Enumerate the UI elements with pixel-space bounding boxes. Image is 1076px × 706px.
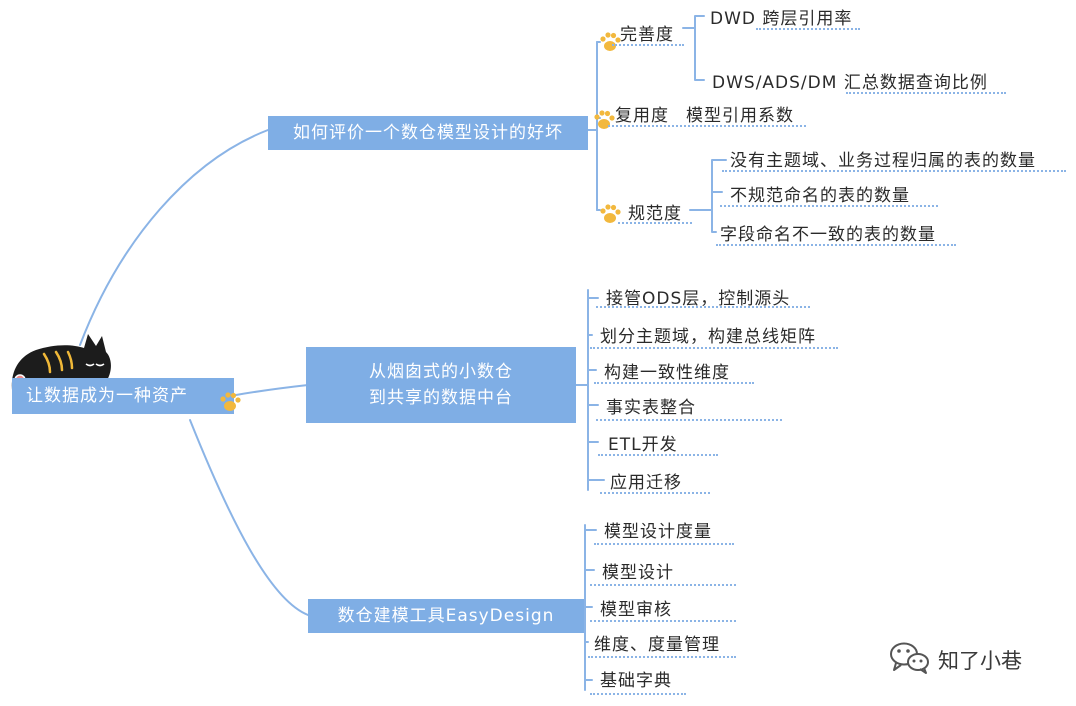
dotted-underline: [612, 44, 684, 46]
branch-label: 从烟囱式的小数仓 到共享的数据中台: [369, 361, 513, 408]
dotted-underline: [590, 693, 686, 695]
list-item: 划分主题域，构建总线矩阵: [600, 327, 816, 347]
dotted-underline: [588, 656, 736, 658]
watermark-text: 知了小巷: [938, 649, 1022, 673]
list-item: 事实表整合: [606, 398, 696, 418]
branch-node-easydesign: 数仓建模工具EasyDesign: [308, 599, 584, 633]
dotted-underline: [590, 620, 736, 622]
item-inconsistent-field-tables: 字段命名不一致的表的数量: [720, 225, 936, 245]
paw-icon: [600, 204, 621, 223]
item-summary-query-ratio: DWS/ADS/DM 汇总数据查询比例: [712, 73, 988, 93]
list-item: 模型设计度量: [604, 522, 712, 542]
list-item: 模型设计: [602, 563, 674, 583]
list-item: 接管ODS层，控制源头: [606, 289, 791, 309]
branch-label: 如何评价一个数仓模型设计的好坏: [293, 122, 563, 143]
item-dwd-cross-layer-rate: DWD 跨层引用率: [710, 9, 853, 29]
wechat-icon: [890, 642, 929, 674]
list-item: 应用迁移: [610, 473, 682, 493]
dotted-underline: [716, 244, 956, 246]
paw-icon: [220, 392, 241, 411]
branch-label: 数仓建模工具EasyDesign: [337, 605, 555, 626]
dotted-underline: [594, 543, 734, 545]
dotted-underline: [594, 382, 754, 384]
sub-node-completeness: 完善度: [620, 25, 674, 45]
branch-node-model-evaluation: 如何评价一个数仓模型设计的好坏: [268, 116, 588, 150]
dotted-underline: [618, 222, 692, 224]
dotted-underline: [846, 92, 1006, 94]
root-label: 让数据成为一种资产: [26, 385, 188, 406]
branch-node-data-middle-platform: 从烟囱式的小数仓 到共享的数据中台: [306, 347, 576, 423]
sub-node-reusability: 复用度: [615, 106, 669, 126]
dotted-underline: [722, 170, 1066, 172]
list-item: ETL开发: [608, 435, 678, 455]
dotted-underline: [756, 28, 860, 30]
dotted-underline: [598, 454, 718, 456]
dotted-underline: [596, 419, 782, 421]
list-item: 模型审核: [600, 600, 672, 620]
sub-node-standardization: 规范度: [628, 204, 682, 224]
item-tables-without-domain: 没有主题域、业务过程归属的表的数量: [730, 151, 1036, 171]
list-item: 构建一致性维度: [604, 363, 730, 383]
dotted-underline: [596, 306, 810, 308]
dotted-underline: [590, 584, 736, 586]
paw-icon: [600, 32, 621, 51]
list-item: 基础字典: [600, 671, 672, 691]
list-item: 维度、度量管理: [594, 635, 720, 655]
item-nonstandard-named-tables: 不规范命名的表的数量: [730, 186, 910, 206]
item-model-reference-coefficient: 模型引用系数: [686, 106, 794, 126]
dotted-underline: [720, 205, 938, 207]
dotted-underline: [600, 492, 710, 494]
paw-icon: [594, 110, 615, 129]
root-node: 让数据成为一种资产: [12, 378, 234, 414]
dotted-underline: [608, 125, 806, 127]
dotted-underline: [590, 347, 838, 349]
